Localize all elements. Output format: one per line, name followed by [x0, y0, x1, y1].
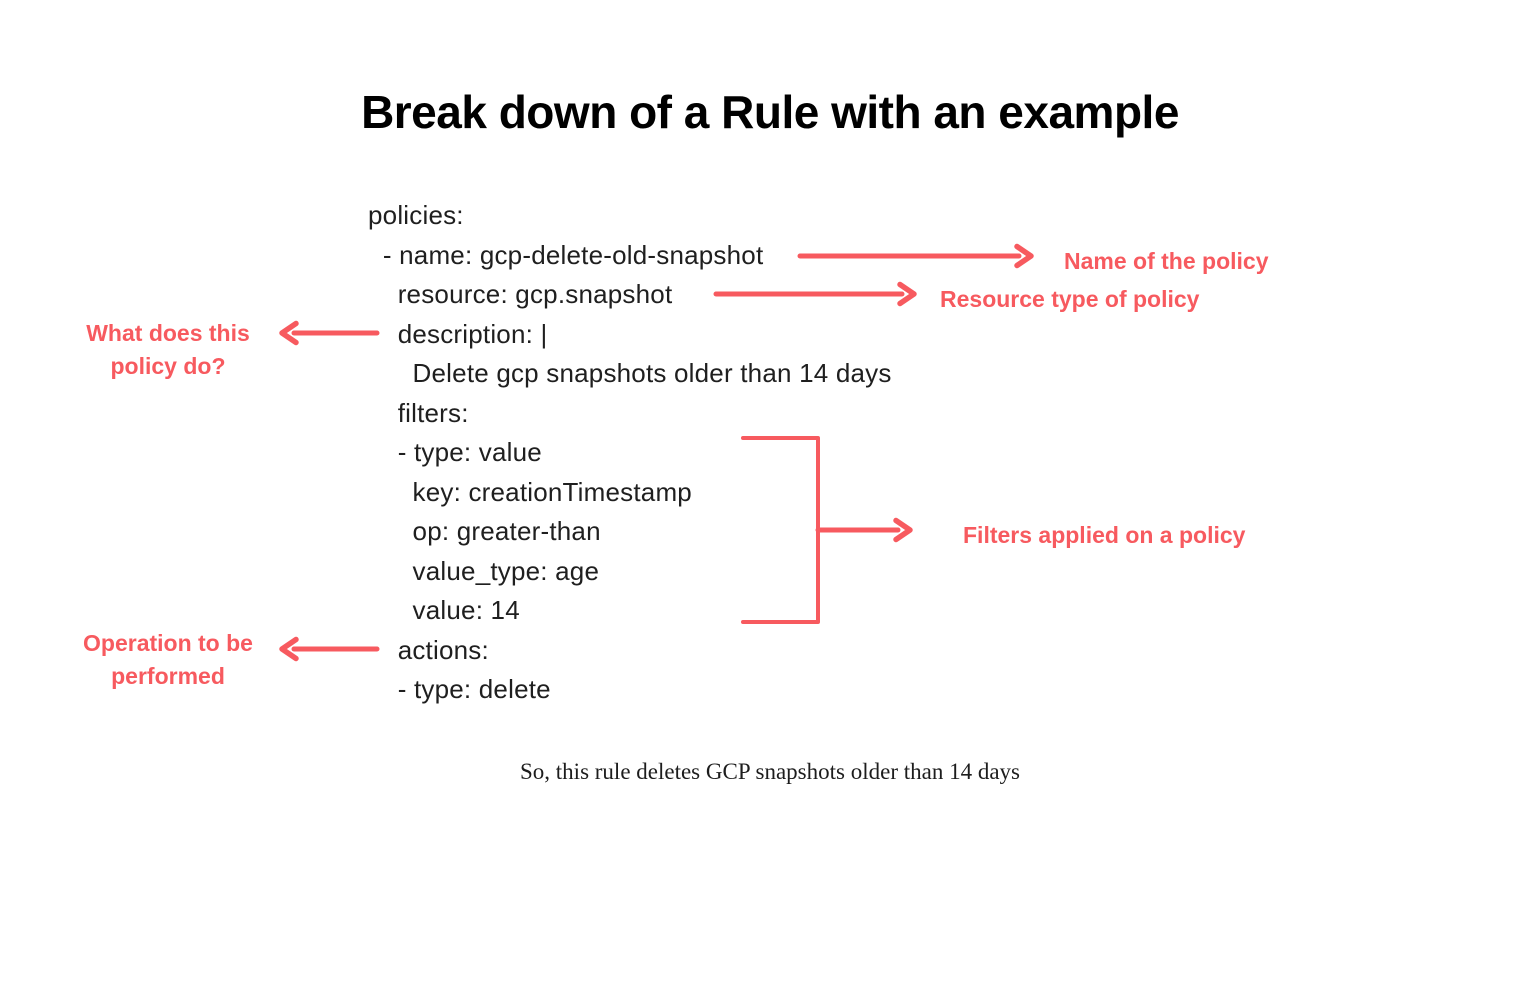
yaml-code-line: op: greater-than [368, 516, 601, 546]
yaml-code-line: actions: [368, 634, 489, 665]
name-annotation: Name of the policy [1064, 248, 1269, 274]
summary-caption: So, this rule deletes GCP snapshots olde… [520, 759, 1020, 784]
yaml-code-line: - type: value [368, 437, 542, 467]
yaml-code-line: value: 14 [368, 595, 520, 625]
yaml-code-line: resource: gcp.snapshot [368, 279, 673, 309]
actions-arrow-left-icon [279, 636, 380, 662]
yaml-code-line: - type: delete [368, 674, 551, 704]
description-arrow-left-icon [279, 320, 380, 346]
yaml-code-line: filters: [368, 397, 469, 428]
yaml-code-line: - name: gcp-delete-old-snapshot [368, 239, 764, 270]
filters-annotation: Filters applied on a policy [963, 522, 1246, 548]
yaml-code-line: value_type: age [368, 555, 600, 586]
actions-annotation: Operation to be performed [83, 630, 253, 689]
yaml-code-line: description: | [368, 318, 548, 349]
yaml-code-line: policies: [368, 200, 464, 230]
yaml-code-line: Delete gcp snapshots older than 14 days [368, 358, 892, 388]
yaml-code-block: policies: - name: gcp-delete-old-snapsho… [368, 196, 892, 710]
yaml-code-line: key: creationTimestamp [368, 476, 692, 507]
resource-annotation: Resource type of policy [940, 286, 1200, 312]
page-title: Break down of a Rule with an example [361, 86, 1179, 138]
description-annotation: What does this policy do? [86, 320, 250, 379]
